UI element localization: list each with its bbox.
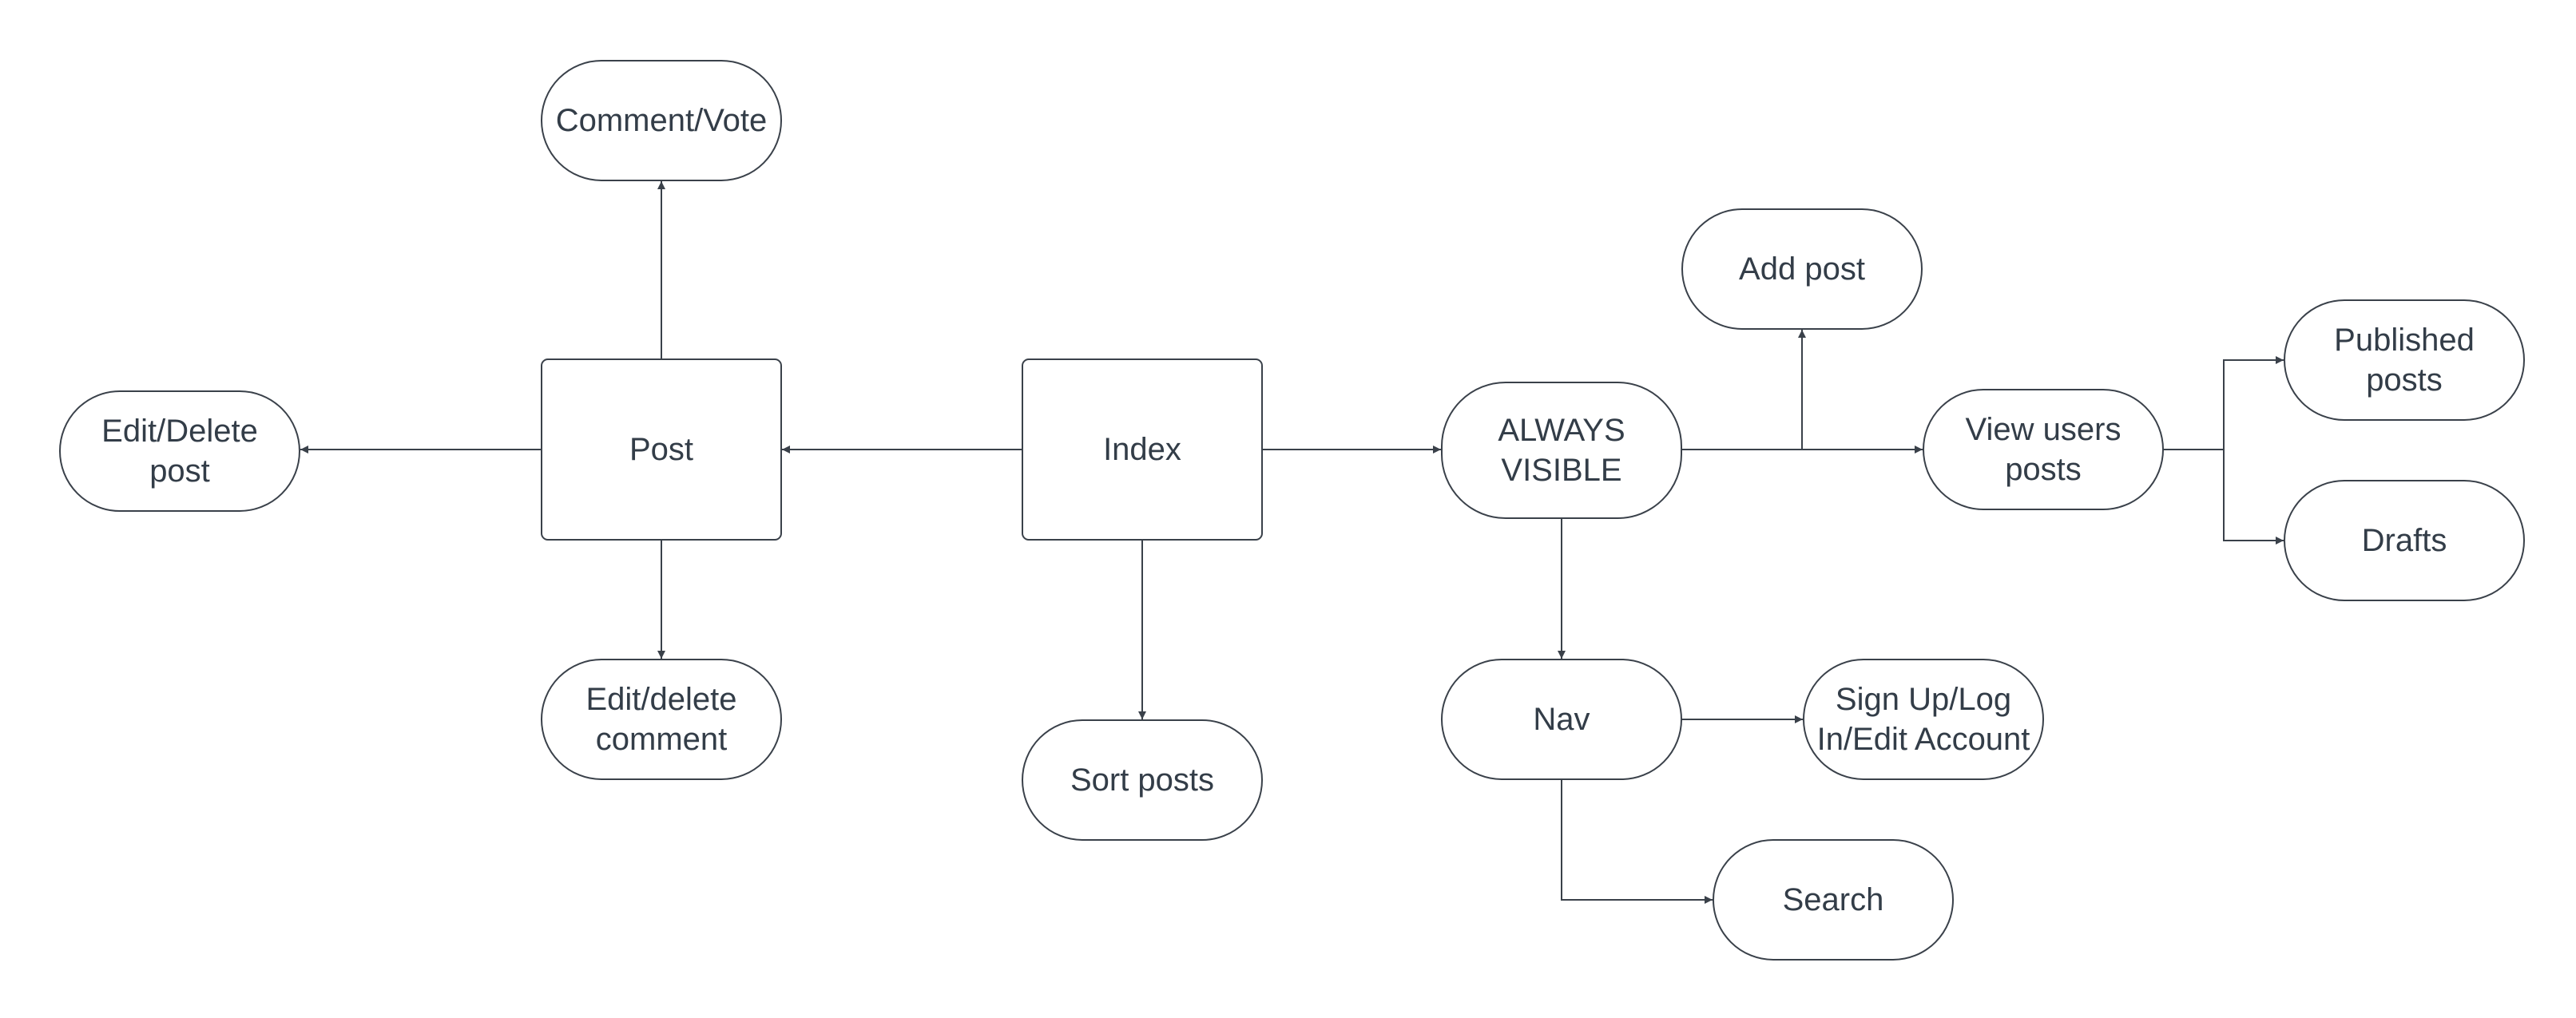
node-sign-up-log-in-label-0: Sign Up/Log — [1836, 682, 2011, 717]
node-sort-posts-shape — [1022, 719, 1263, 841]
node-edit-delete-comment-label-1: comment — [596, 722, 728, 757]
node-sign-up-log-in-shape — [1803, 659, 2044, 780]
node-view-users-posts-label-0: View users — [1966, 412, 2122, 447]
node-drafts[interactable]: Drafts — [2284, 480, 2525, 601]
node-edit-delete-post[interactable]: Edit/Delete post — [59, 390, 300, 512]
node-search[interactable]: Search — [1713, 839, 1954, 961]
node-edit-delete-post-label-0: Edit/Delete — [101, 414, 258, 449]
node-sort-posts-label-0: Sort posts — [1070, 763, 1214, 798]
node-view-users-posts-shape — [1923, 389, 2164, 510]
node-post[interactable]: Post — [541, 358, 782, 541]
node-post-label-0: Post — [629, 432, 693, 467]
node-published-posts-label-1: posts — [2366, 362, 2443, 398]
node-drafts-label-0: Drafts — [2362, 523, 2447, 558]
node-nav-shape — [1441, 659, 1682, 780]
node-search-shape — [1713, 839, 1954, 961]
node-index[interactable]: Index — [1022, 358, 1263, 541]
node-nav[interactable]: Nav — [1441, 659, 1682, 780]
node-always-visible-label-1: VISIBLE — [1501, 453, 1621, 488]
node-edit-delete-comment-shape — [541, 659, 782, 780]
edge-always-visible-to-add-post — [1681, 330, 1806, 450]
node-index-label-0: Index — [1103, 432, 1181, 467]
node-edit-delete-post-shape — [59, 390, 300, 512]
node-published-posts[interactable]: Published posts — [2284, 299, 2525, 421]
node-add-post[interactable]: Add post — [1681, 208, 1923, 330]
node-sign-up-log-in-label-1: In/Edit Account — [1817, 722, 2030, 757]
node-edit-delete-comment-label-0: Edit/delete — [585, 682, 736, 717]
node-view-users-posts-label-1: posts — [2005, 452, 2082, 487]
edge-view-users-posts-to-drafts — [2163, 449, 2284, 545]
node-always-visible-shape — [1441, 382, 1682, 519]
edges-layer — [300, 181, 2284, 904]
edge-nav-to-search — [1561, 779, 1713, 904]
node-comment-vote[interactable]: Comment/Vote — [541, 60, 782, 181]
node-index-shape — [1022, 358, 1263, 541]
node-comment-vote-shape — [541, 60, 782, 181]
node-edit-delete-comment[interactable]: Edit/delete comment — [541, 659, 782, 780]
node-add-post-shape — [1681, 208, 1923, 330]
node-drafts-shape — [2284, 480, 2525, 601]
edge-view-users-posts-to-published-posts — [2163, 356, 2284, 450]
node-nav-label-0: Nav — [1533, 702, 1590, 737]
node-comment-vote-label-0: Comment/Vote — [556, 103, 768, 138]
node-edit-delete-post-label-1: post — [149, 454, 210, 489]
node-published-posts-label-0: Published — [2334, 323, 2475, 358]
node-post-shape — [541, 358, 782, 541]
node-sort-posts[interactable]: Sort posts — [1022, 719, 1263, 841]
node-always-visible[interactable]: ALWAYS VISIBLE — [1441, 382, 1682, 519]
node-view-users-posts[interactable]: View users posts — [1923, 389, 2164, 510]
node-add-post-label-0: Add post — [1739, 252, 1865, 287]
node-search-label-0: Search — [1783, 882, 1884, 917]
node-always-visible-label-0: ALWAYS — [1498, 413, 1625, 448]
node-published-posts-shape — [2284, 299, 2525, 421]
